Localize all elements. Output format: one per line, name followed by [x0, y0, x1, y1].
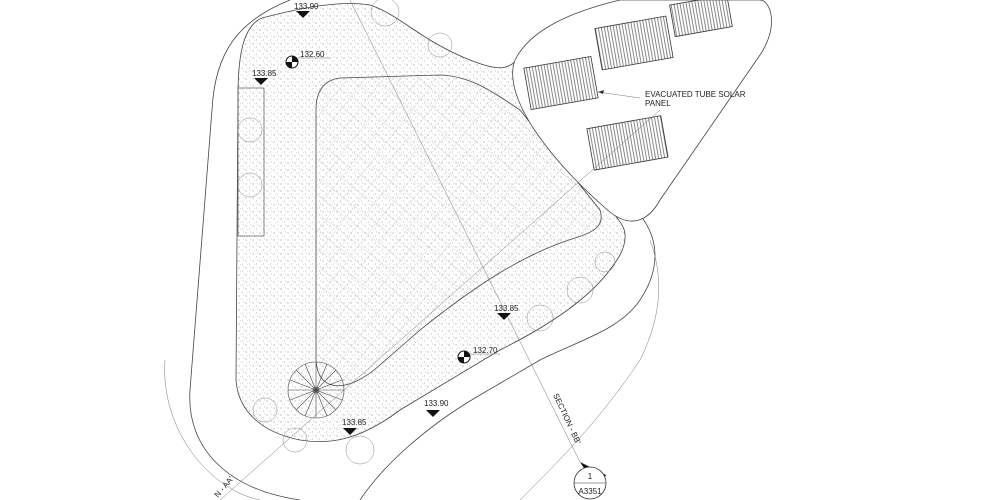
road-edge	[519, 239, 659, 500]
svg-text:132.70: 132.70	[473, 346, 498, 355]
svg-text:133.90: 133.90	[424, 399, 449, 408]
level-marker-upper-left: 133.85	[252, 69, 277, 85]
spot-level-lower: 132.70	[457, 346, 500, 364]
svg-text:132.60: 132.60	[300, 50, 325, 59]
road-curve-bottom	[164, 359, 261, 500]
section-line-bb	[349, 0, 581, 463]
leader-arrow	[597, 91, 641, 99]
tree-symbols	[237, 0, 616, 465]
solar-panel-label: EVACUATED TUBE SOLAR	[645, 90, 746, 99]
solar-panel-zone	[512, 0, 772, 222]
svg-text:133.85: 133.85	[252, 69, 277, 78]
sheet-number: A3351	[578, 487, 602, 496]
section-marker: 1 A3351	[573, 462, 607, 500]
section-number: 1	[588, 472, 593, 481]
level-marker-bottom-right: 133.90	[424, 399, 449, 417]
level-marker-top: 133.90	[294, 2, 319, 18]
svg-text:133.85: 133.85	[494, 304, 519, 313]
planter	[237, 87, 265, 237]
outer-boundary-right	[359, 214, 656, 500]
solar-panel-label-2: PANEL	[645, 99, 671, 108]
level-top-label: 133.90	[294, 2, 319, 11]
svg-text:133.85: 133.85	[342, 418, 367, 427]
paved-plaza	[315, 74, 602, 387]
outer-boundary-left	[189, 0, 301, 500]
spiral-stair	[287, 361, 345, 419]
spot-level-upper: 132.60	[285, 50, 330, 69]
level-marker-right: 133.85	[494, 304, 519, 320]
section-bb-label: SECTION - BB'	[551, 392, 583, 446]
level-marker-bottom-left: 133.85	[342, 418, 367, 435]
section-line-aa	[219, 109, 661, 500]
